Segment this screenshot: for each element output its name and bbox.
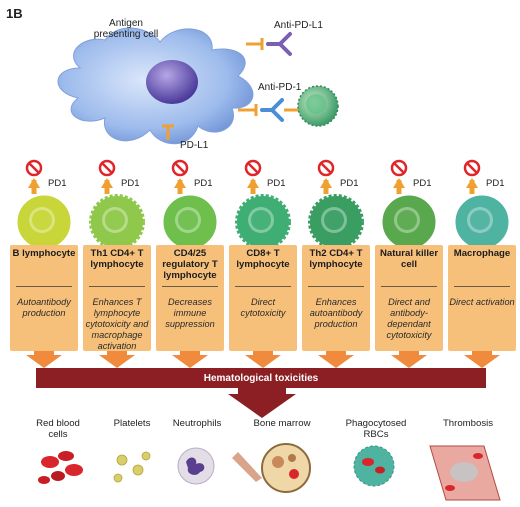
phagocytosed-rbcs-image [353, 445, 395, 487]
pdl1-label: PD-L1 [180, 140, 209, 151]
thrombosis-image [429, 445, 501, 501]
top-illustration [57, 27, 339, 145]
cell-illustration [17, 159, 71, 249]
card-divider [235, 286, 291, 287]
pd1-label: PD1 [340, 178, 359, 189]
outcome-label-phagocytosed-rbcs: Phagocytosed RBCs [345, 418, 407, 440]
arrow-layer [26, 351, 500, 418]
apc-nucleus [146, 60, 198, 104]
anti-pdl1-antibody [246, 32, 292, 56]
pd1-label: PD1 [121, 178, 140, 189]
down-arrow [464, 351, 500, 368]
cell-name: B lymphocyte [12, 248, 76, 259]
cell-effect: Autoantibody production [17, 297, 71, 318]
panel-label: 1B [6, 6, 23, 21]
cell-effect: Enhances T lymphocyte cytotoxicity and m… [85, 297, 149, 351]
cell-effect: Direct and antibody-dependant cytotoxici… [386, 297, 432, 340]
pd1-label: PD1 [194, 178, 213, 189]
cell-illustration [308, 159, 364, 250]
card-divider [162, 286, 218, 287]
cell-column: PD1 [10, 158, 78, 258]
cell-name: Macrophage [453, 248, 511, 259]
anti-pd1-label: Anti-PD-1 [258, 82, 302, 93]
platelets-image [113, 451, 151, 483]
card-divider [16, 286, 72, 287]
outcome-label-red-blood-cells: Red blood cells [36, 418, 80, 440]
cell-column: PD1 [156, 158, 224, 258]
bone-marrow-image [232, 443, 311, 493]
down-arrow [318, 351, 354, 368]
down-arrow [391, 351, 427, 368]
cell-illustration [455, 159, 509, 249]
cell-column: PD1 [229, 158, 297, 258]
cell-name: Natural killer cell [379, 248, 439, 270]
cell-name: Th2 CD4+ T lymphocyte [309, 248, 363, 270]
outcome-label-neutrophils: Neutrophils [172, 418, 222, 429]
cell-name: CD4/25 regulatory T lymphocyte [162, 248, 218, 281]
down-arrow [99, 351, 135, 368]
toxicity-label: Hematological toxicities [203, 373, 319, 384]
cell-effect: Enhances autoantibody production [309, 297, 363, 329]
pd1-label: PD1 [267, 178, 286, 189]
card-divider [89, 286, 145, 287]
card-divider [381, 286, 437, 287]
pd1-label: PD1 [48, 178, 67, 189]
outcome-label-platelets: Platelets [113, 418, 151, 429]
cell-column: PD1 [375, 158, 443, 258]
pdl1-receptor [162, 124, 174, 140]
toxicity-bar [36, 368, 486, 388]
cell-illustration [89, 159, 145, 250]
neutrophil-image [177, 447, 215, 485]
cell-illustration [382, 159, 436, 249]
anti-pd1-antibody [238, 98, 300, 122]
outcome-illustrations [38, 443, 501, 501]
pd1-label: PD1 [486, 178, 505, 189]
pd1-label: PD1 [413, 178, 432, 189]
outcome-label-bone-marrow: Bone marrow [253, 418, 311, 429]
red-blood-cells-image [38, 451, 83, 484]
card-divider [454, 286, 510, 287]
cell-column: PD1 [302, 158, 370, 258]
cell-column: PD1 [448, 158, 516, 258]
down-arrow [172, 351, 208, 368]
cell-column: PD1 [83, 158, 151, 258]
outcome-label-thrombosis: Thrombosis [442, 418, 494, 429]
cell-effect: Decreases immune suppression [165, 297, 215, 329]
apc-label: Antigen presenting cell [93, 18, 159, 40]
cell-effect: Direct activation [449, 297, 515, 307]
down-arrow [245, 351, 281, 368]
cell-effect: Direct cytotoxicity [240, 297, 286, 318]
down-arrow [26, 351, 62, 368]
anti-pdl1-label: Anti-PD-L1 [274, 20, 323, 31]
big-down-arrow [228, 388, 296, 418]
cell-name: Th1 CD4+ T lymphocyte [90, 248, 144, 270]
cell-name: CD8+ T lymphocyte [236, 248, 290, 270]
cell-illustration [235, 159, 291, 250]
cell-illustration [163, 159, 217, 249]
card-divider [308, 286, 364, 287]
